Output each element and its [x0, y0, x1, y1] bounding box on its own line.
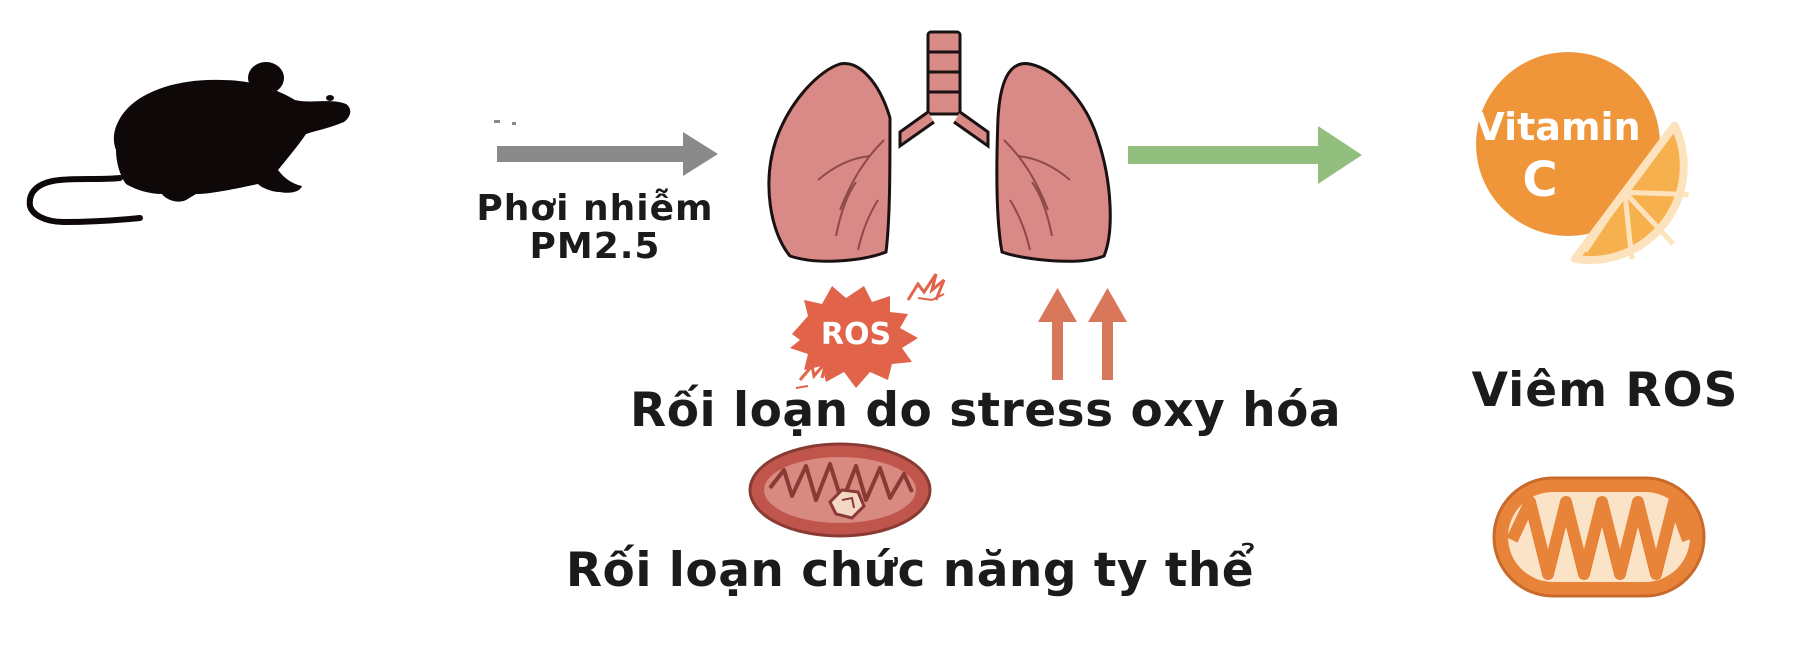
treatment-arrow	[1128, 126, 1362, 184]
exposure-arrow	[494, 120, 718, 176]
ros-label: ROS	[821, 317, 891, 352]
exposure-line2: PM2.5	[529, 226, 661, 267]
double-up-arrow-icon	[1038, 288, 1127, 380]
vitamin-letter-label: C	[1522, 152, 1557, 208]
lungs-icon	[767, 30, 1112, 263]
healthy-mitochondrion-icon	[1492, 476, 1706, 598]
mitochondrial-dysfunction-caption: Rối loạn chức năng ty thể	[565, 543, 1255, 598]
exposure-caption: Phơi nhiễm PM2.5	[470, 190, 720, 266]
vitamin-c-orange-icon: Vitamin C	[1475, 52, 1689, 265]
mouse-icon	[26, 62, 351, 226]
inflammation-ros-caption: Viêm ROS	[1471, 363, 1739, 418]
vitamin-word-label: Vitamin	[1475, 105, 1640, 149]
exposure-line1: Phơi nhiễm	[476, 188, 714, 229]
oxidative-stress-caption: Rối loạn do stress oxy hóa	[630, 383, 1342, 438]
ros-burst-icon: ROS	[790, 273, 946, 389]
damaged-mitochondrion-icon	[748, 442, 932, 538]
